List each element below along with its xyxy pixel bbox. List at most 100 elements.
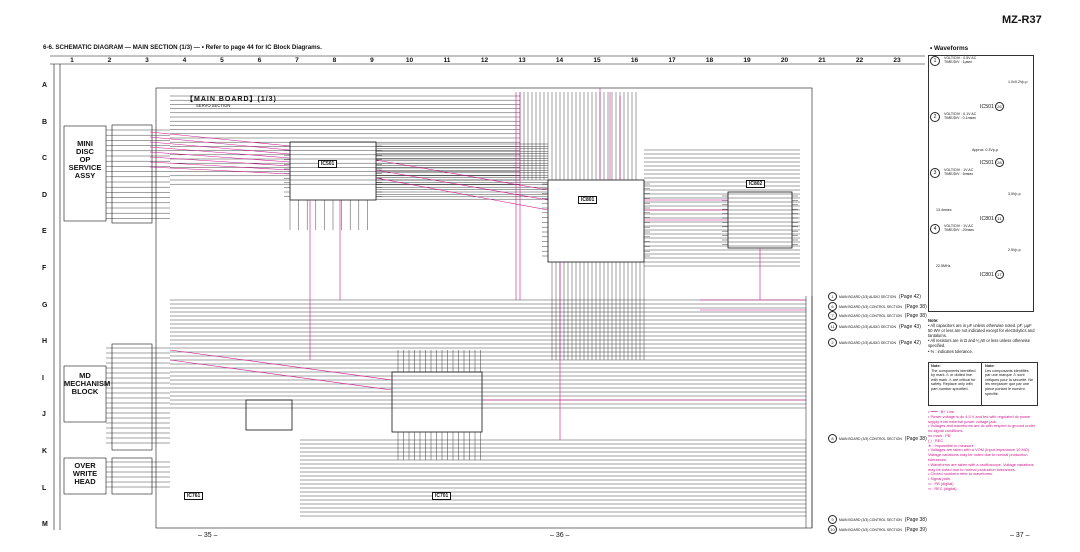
waveform-number: 3 <box>930 168 940 178</box>
waveform-ic-pin: 17 <box>994 270 1004 279</box>
column-number: 12 <box>480 57 489 64</box>
legend-line: no mark : PB <box>928 432 951 438</box>
column-number: 22 <box>855 57 864 64</box>
legend-line: • Power voltage is dc 4.5 V and fed with… <box>928 413 1031 424</box>
waveform-time-div: TIME/DIV : 20nsec <box>944 228 975 232</box>
reference-page: (Page 39) <box>904 527 927 533</box>
reference-number: 7 <box>828 311 837 320</box>
page-number-36: – 36 – <box>550 532 570 539</box>
md-mechanism-block <box>63 365 107 423</box>
column-number: 15 <box>593 57 601 64</box>
waveform-volt-div: VOLT/DIV : 0.1V AC <box>944 112 977 116</box>
legend-line: ⇨ : PB (digital) <box>928 480 954 486</box>
legend-line: • Voltages and waveforms are dc with res… <box>928 423 1036 434</box>
row-letter: E <box>42 228 47 236</box>
row-letter: M <box>42 521 48 529</box>
page-number-35: – 35 – <box>198 532 218 539</box>
column-number: 17 <box>668 57 676 64</box>
reference-text: MAIN BOARD (3/3) CONTROL SECTION <box>839 314 902 318</box>
waveform-time-div: TIME/DIV : 0.1msec <box>944 116 977 120</box>
column-number: 18 <box>705 57 714 64</box>
column-number: 13 <box>518 57 526 64</box>
notes-heading: Note: <box>928 318 939 323</box>
waveform-volt-div: VOLT/DIV : 1V AC <box>944 224 974 228</box>
row-letter: C <box>42 155 48 163</box>
waveform-number: 2 <box>930 112 940 122</box>
column-number: 1 <box>70 57 74 64</box>
row-letter: L <box>42 484 47 492</box>
safety-note-en-text: The components identified by mark ⚠ or d… <box>931 368 976 391</box>
waveform-time-div: TIME/DIV : 5msec <box>944 172 974 176</box>
column-number: 8 <box>332 57 337 64</box>
reference-text: MAIN BOARD (2/3) AUDIO SECTION <box>839 295 896 299</box>
board-subtitle: SERVO SECTION <box>196 103 231 108</box>
column-number: 14 <box>555 57 564 64</box>
safety-note-en: Note: The components identified by mark … <box>929 363 982 405</box>
waveforms-title: • Waveforms <box>930 45 969 52</box>
model-number: MZ-R37 <box>1002 14 1042 26</box>
row-letter: J <box>42 411 46 419</box>
legend-line: • Signal path. <box>928 476 951 482</box>
reference-number: 10 <box>828 525 837 534</box>
row-letter: G <box>42 301 48 309</box>
safety-note-boxes: Note: The components identified by mark … <box>928 362 1038 406</box>
column-number: 19 <box>743 57 751 64</box>
safety-note-fr-title: Note: <box>985 364 995 368</box>
ic701-body <box>391 371 483 433</box>
over-write-head-block <box>63 457 107 495</box>
note-item: • % : indicates tolerance. <box>928 348 973 354</box>
reference-text: MAIN BOARD (3/3) CONTROL SECTION <box>839 528 902 532</box>
waveform-amplitude: 2.5Vp-p <box>1008 248 1021 252</box>
column-number: 2 <box>107 57 112 64</box>
reference-number: 1 <box>828 292 837 301</box>
reference-page: (Page 38) <box>904 313 927 319</box>
reference-number: 6 <box>828 302 837 311</box>
waveform-number: 1 <box>930 56 940 66</box>
column-number: 5 <box>220 57 224 64</box>
row-letter: H <box>42 338 48 346</box>
legend-line: • Circled numbers refer to waveforms. <box>928 471 994 477</box>
row-letter: A <box>42 82 48 89</box>
waveform-ic-pin: 28 <box>994 158 1004 167</box>
waveform-ic-name: IC501 <box>980 104 994 110</box>
page-number-37: – 37 – <box>1010 532 1030 539</box>
waveform-amplitude: Approx. 0.3Vp-p <box>972 148 998 152</box>
row-letter: B <box>42 118 48 126</box>
reference-page: (Page 42) <box>898 294 921 300</box>
ic501-label: IC501 <box>318 160 338 168</box>
waveform-period: 13.4msec <box>936 208 952 212</box>
column-number: 7 <box>295 57 299 64</box>
reference-page: (Page 38) <box>904 517 927 523</box>
reference-page: (Page 42) <box>898 340 921 346</box>
row-letter: I <box>42 374 44 382</box>
reference-text: MAIN BOARD (2/3) AUDIO SECTION <box>839 325 896 329</box>
reference-page: (Page 43) <box>898 324 921 330</box>
column-number: 6 <box>257 57 262 64</box>
legend-line: • ━━━ : B+ Line. <box>928 409 956 414</box>
ic761-body <box>245 399 293 431</box>
over-write-head-label: OVER WRITE HEAD <box>72 461 98 486</box>
note-item: • All capacitors are in μF unless otherw… <box>928 323 1035 339</box>
waveform-ic-pin: 11 <box>994 214 1004 223</box>
ic801-label: IC801 <box>578 196 598 204</box>
reference-text: MAIN BOARD (2/3) AUDIO SECTION <box>839 341 896 345</box>
waveform-ic-name: IC801 <box>980 216 994 222</box>
legend-line: • Voltages are taken with a VOM (Input i… <box>928 447 1031 462</box>
waveform-ic-pin: 26 <box>994 102 1004 111</box>
row-letter: K <box>42 448 48 455</box>
safety-note-fr: Note: Les composants identifiés par une … <box>983 363 1036 405</box>
column-number: 10 <box>405 57 414 64</box>
ic802-body <box>727 191 793 249</box>
reference-text: MAIN BOARD (3/3) CONTROL SECTION <box>839 437 902 441</box>
ic802-label: IC802 <box>746 180 766 188</box>
column-number: 9 <box>370 57 374 64</box>
waveform-amplitude: 3.5Vp-p <box>1008 192 1021 196</box>
